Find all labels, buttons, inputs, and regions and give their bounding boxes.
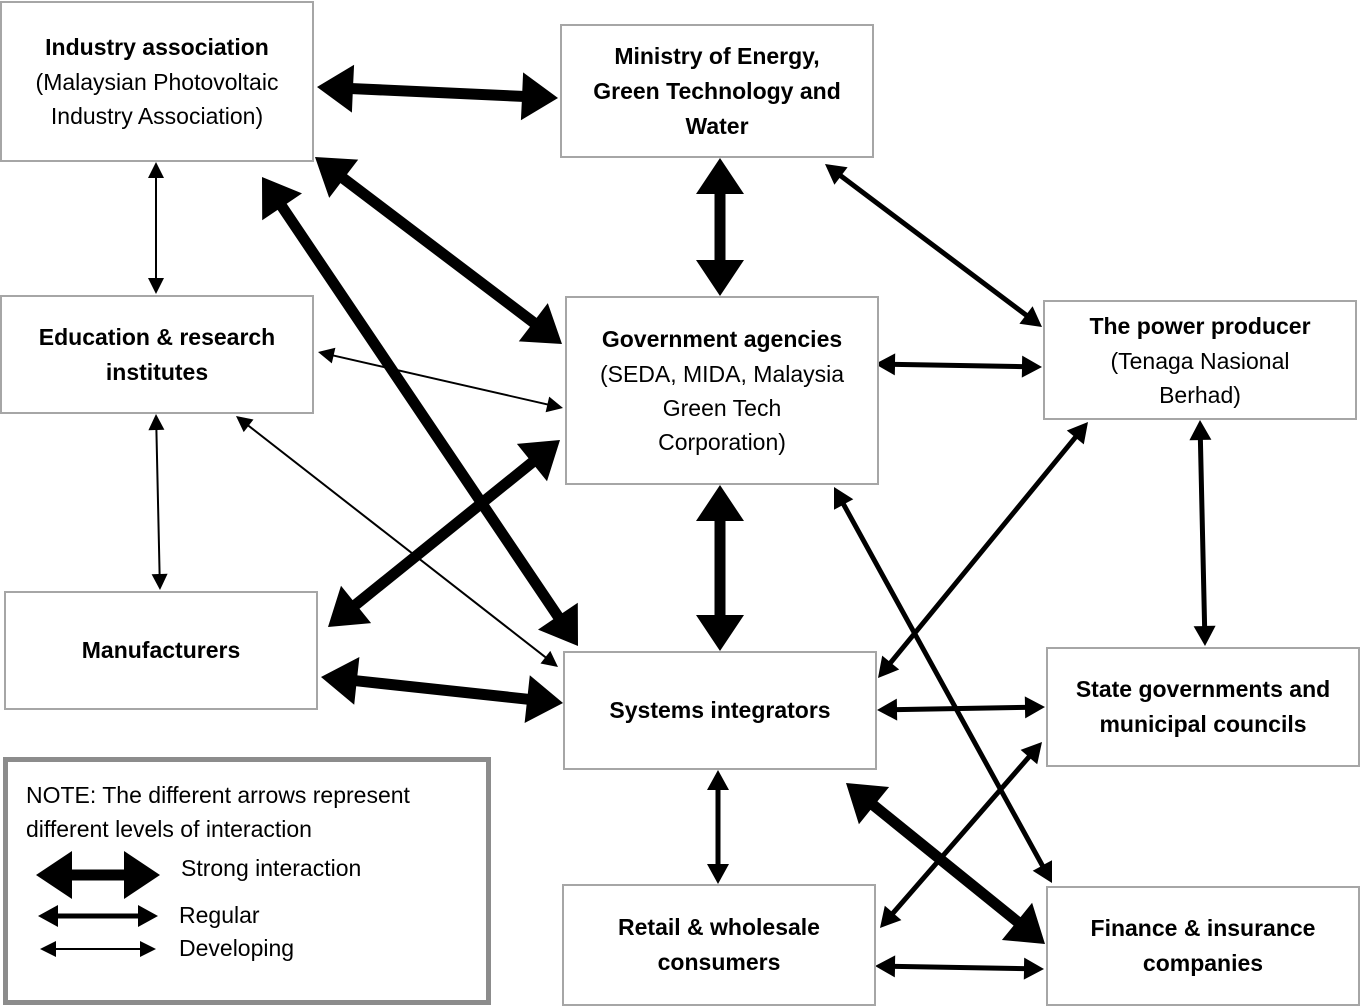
legend: NOTE: The different arrows represent dif… [3,757,491,1005]
legend-label-strong: Strong interaction [181,855,362,881]
arrow-education-to-government-agencies [318,347,563,413]
arrow-systems-integrators-to-state-governments [877,696,1045,721]
arrow-systems-integrators-to-retail [707,770,729,884]
node-title: Retail & wholesale [618,914,820,940]
node-industry-association: Industry association (Malaysian Photovol… [0,1,314,162]
arrow-power-producer-to-state-governments [1189,420,1216,646]
arrow-government-agencies-to-manufacturers [328,440,560,627]
node-subtitle: Industry Association) [50,103,264,129]
arrow-industry-association-to-systems-integrators [262,177,578,646]
node-title: Finance & insurance [1090,915,1316,941]
node-title: Green Technology and [593,77,841,104]
legend-arrow-strong [36,851,160,899]
node-subtitle: (Tenaga Nasional [1110,347,1290,374]
legend-arrow-samples [36,851,160,957]
node-power-producer: The power producer (Tenaga Nasional Berh… [1043,300,1357,420]
arrow-ministry-to-power-producer [825,164,1042,327]
arrow-government-agencies-to-finance [834,487,1052,883]
arrow-retail-to-finance [875,955,1044,980]
arrow-manufacturers-to-systems-integrators [321,657,563,723]
node-title: Ministry of Energy, [614,42,820,69]
node-state-governments: State governments and municipal councils [1046,647,1360,767]
node-subtitle: (Malaysian Photovoltaic [35,69,279,95]
node-education: Education & research institutes [0,295,314,414]
arrow-systems-integrators-to-finance [846,783,1045,944]
node-government-agencies: Government agencies (SEDA, MIDA, Malaysi… [565,296,879,485]
node-title: Systems integrators [609,697,831,723]
node-title: Government agencies [601,326,843,352]
node-title: Manufacturers [81,637,241,663]
arrow-industry-association-to-ministry [317,64,558,121]
node-finance: Finance & insurance companies [1046,886,1360,1006]
node-title: institutes [105,358,209,385]
node-title: Water [685,112,749,139]
arrow-government-agencies-to-power-producer [875,353,1042,378]
arrow-ministry-to-government-agencies [696,158,744,296]
arrow-education-to-systems-integrators [236,416,558,667]
legend-note-line: different levels of interaction [26,816,312,842]
node-title: State governments and [1075,676,1331,702]
node-systems-integrators: Systems integrators [563,651,877,770]
legend-note: NOTE: The different arrows represent dif… [26,778,410,846]
legend-arrow-developing [40,941,156,957]
node-title: The power producer [1089,312,1311,339]
node-manufacturers: Manufacturers [4,591,318,710]
node-ministry: Ministry of Energy, Green Technology and… [560,24,874,158]
node-subtitle: Berhad) [1159,381,1241,408]
legend-note-line: NOTE: The different arrows represent [26,782,410,808]
arrow-power-producer-to-systems-integrators [878,422,1088,678]
arrow-education-to-manufacturers [148,414,168,590]
arrow-state-governments-to-retail [880,742,1042,928]
node-title: Industry association [45,34,269,60]
node-subtitle: Corporation) [658,429,786,455]
node-title: municipal councils [1099,711,1307,737]
legend-label-developing: Developing [179,935,295,961]
node-title: companies [1142,950,1264,976]
node-title: consumers [657,949,781,975]
arrow-industry-association-to-government-agencies [315,157,562,344]
arrow-government-agencies-to-systems-integrators [696,485,744,651]
node-title: Education & research [38,323,276,350]
legend-arrow-regular [38,905,158,927]
arrow-industry-association-to-education [148,162,164,294]
node-subtitle: Green Tech [662,395,782,421]
node-retail: Retail & wholesale consumers [562,884,876,1006]
legend-label-regular: Regular [179,902,260,928]
node-subtitle: (SEDA, MIDA, Malaysia [599,361,845,387]
